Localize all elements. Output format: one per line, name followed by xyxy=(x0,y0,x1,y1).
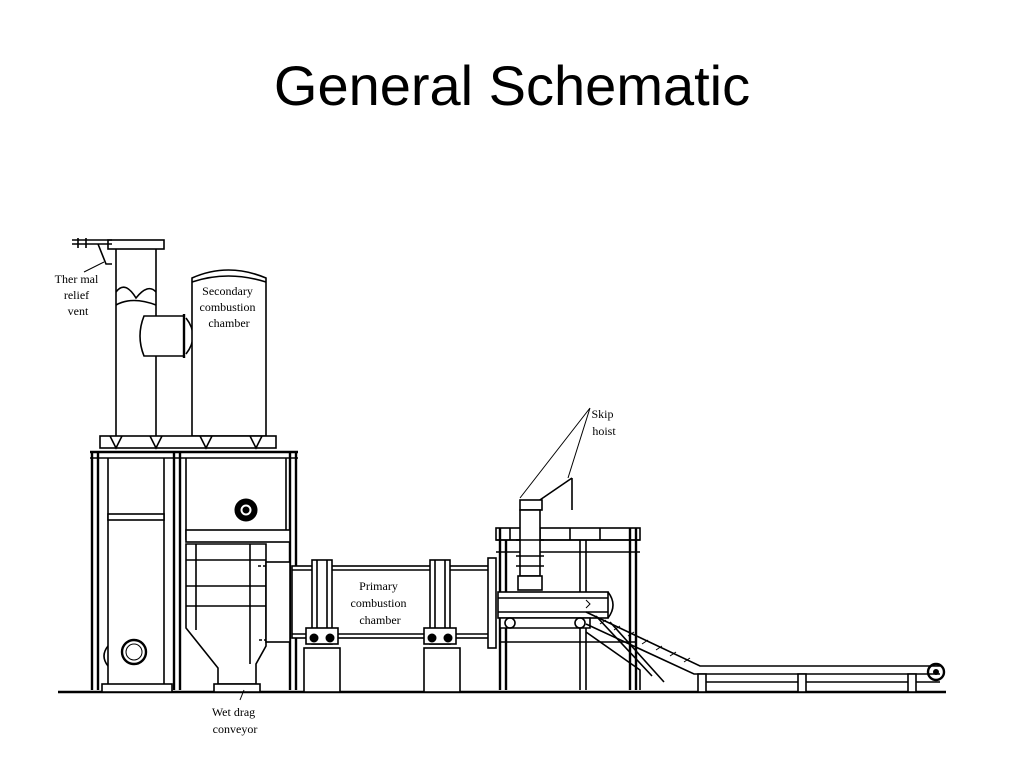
secondary-combustion-chamber xyxy=(191,269,267,437)
exhaust-stack xyxy=(72,238,194,436)
label-line: Secondary xyxy=(202,284,253,298)
skip-conveyor xyxy=(585,611,946,693)
label-line: conveyor xyxy=(213,722,258,736)
slide-title: General Schematic xyxy=(273,54,751,117)
support-frame-left xyxy=(90,450,298,693)
skip-hoist-label: Skip hoist xyxy=(591,407,616,438)
hopper-transition xyxy=(185,543,291,693)
label-line: Ther mal xyxy=(55,272,99,286)
secondary-combustion-chamber-label: Secondary combustion chamber xyxy=(200,284,259,330)
base-flanges xyxy=(99,435,277,450)
skip-hoist-structure xyxy=(495,477,641,690)
wet-drag-conveyor-label: Wet drag conveyor xyxy=(212,705,258,736)
label-line: combustion xyxy=(351,596,407,610)
label-line: relief xyxy=(64,288,89,302)
label-line: vent xyxy=(68,304,89,318)
label-line: chamber xyxy=(208,316,249,330)
label-line: Primary xyxy=(359,579,398,593)
label-line: Skip xyxy=(591,407,613,421)
label-line: combustion xyxy=(200,300,256,314)
leader-lines xyxy=(83,261,591,701)
primary-combustion-chamber xyxy=(291,557,497,693)
thermal-relief-vent-label: Ther mal relief vent xyxy=(55,272,102,318)
primary-combustion-chamber-label: Primary combustion chamber xyxy=(351,579,410,627)
label-line: hoist xyxy=(592,424,616,438)
label-line: Wet drag xyxy=(212,705,255,719)
label-line: chamber xyxy=(359,613,400,627)
